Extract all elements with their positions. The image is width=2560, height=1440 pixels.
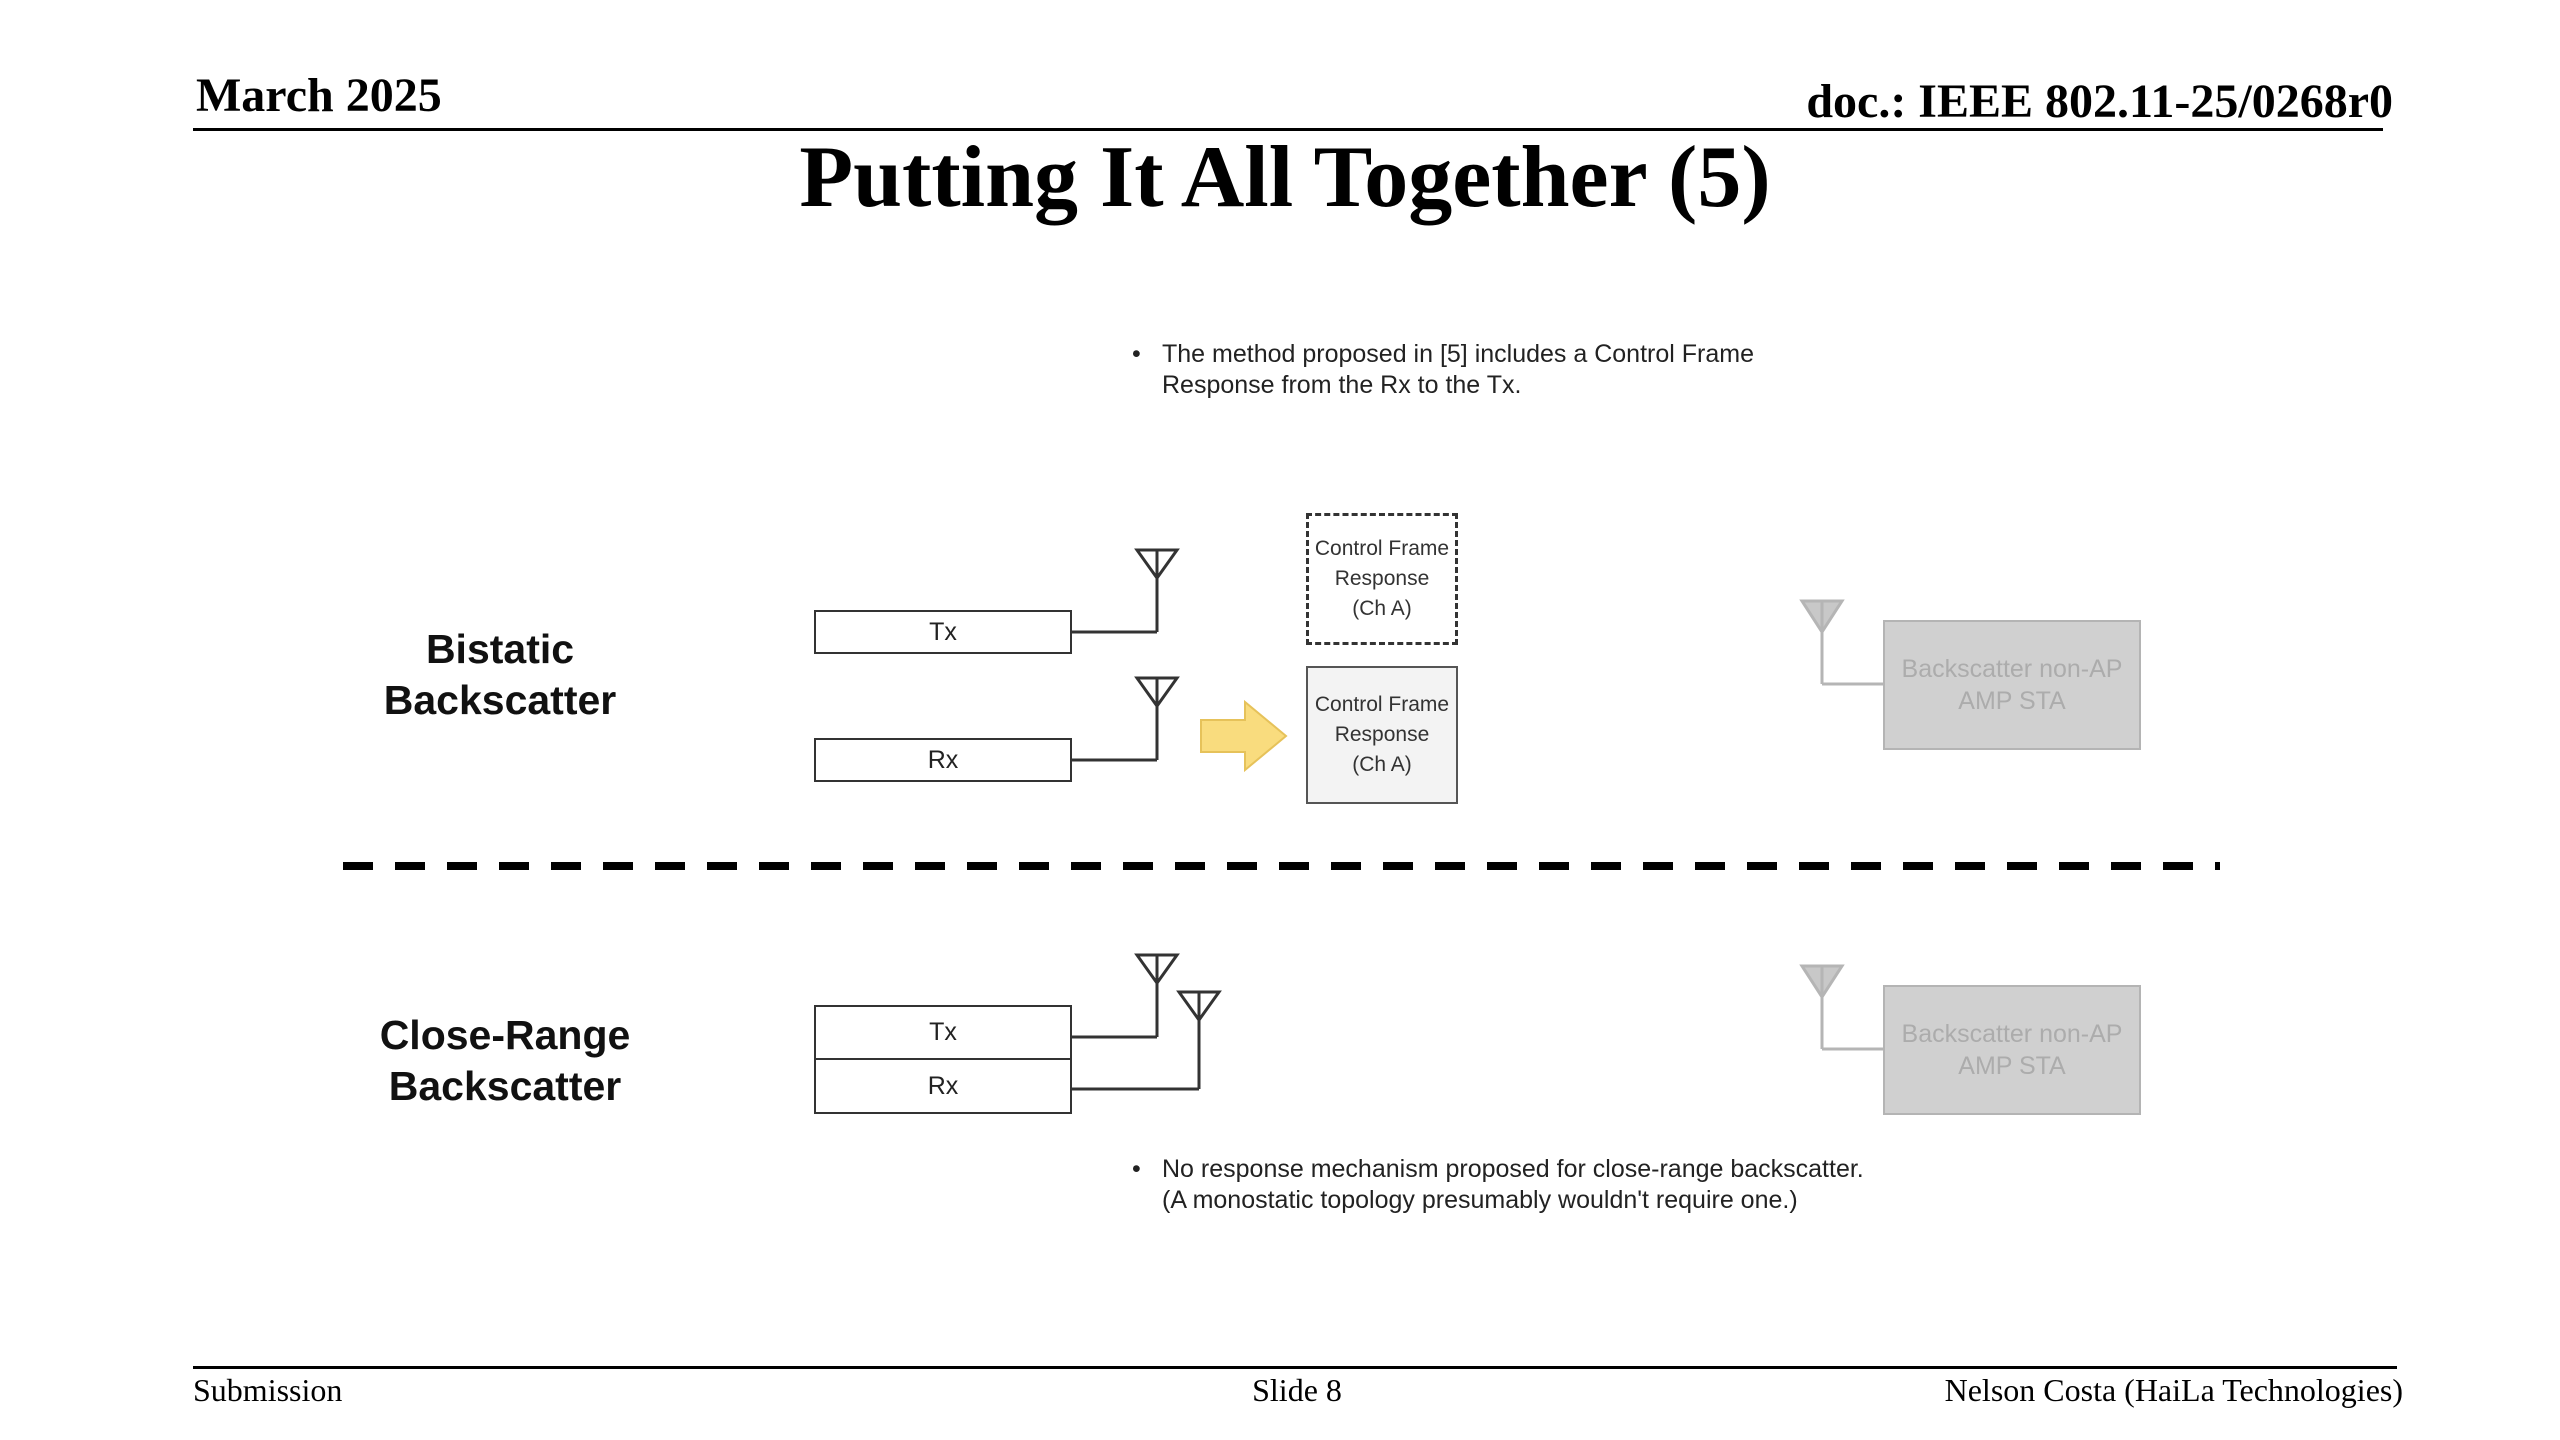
tx-box: Tx (814, 1005, 1072, 1060)
sta-antenna-icon (1799, 964, 1885, 1051)
tx-box: Tx (814, 610, 1072, 654)
bistatic-note: • The method proposed in [5] includes a … (1132, 340, 1754, 399)
slide-title: Putting It All Together (5) (799, 129, 1771, 226)
tx-antenna-icon (1072, 548, 1180, 634)
header-rule (193, 128, 2383, 131)
tx-antenna-icon (1072, 953, 1180, 1039)
footer-submission: Submission (193, 1372, 343, 1408)
bistatic-label: Bistatic Backscatter (383, 626, 617, 723)
header-doc-id: doc.: IEEE 802.11-25/0268r0 (1806, 75, 2393, 128)
control-frame-response: Control Frame Response (Ch A) (1306, 666, 1458, 804)
close-range-label: Close-Range Backscatter (379, 1012, 631, 1109)
bullet-icon: • (1132, 340, 1141, 368)
response-arrow-icon (1200, 699, 1288, 773)
header-date: March 2025 (196, 69, 442, 122)
rx-antenna-icon (1072, 990, 1222, 1091)
sta-antenna-icon (1799, 599, 1885, 686)
footer-slide-number: Slide 8 (1252, 1372, 1342, 1408)
close-range-note: • No response mechanism proposed for clo… (1132, 1155, 1864, 1214)
footer-author: Nelson Costa (HaiLa Technologies) (1944, 1372, 2403, 1408)
rx-box: Rx (814, 738, 1072, 782)
bullet-icon: • (1132, 1155, 1141, 1183)
footer-rule (193, 1366, 2397, 1369)
rx-antenna-icon (1072, 676, 1180, 762)
control-frame-response-dashed: Control Frame Response (Ch A) (1306, 513, 1458, 645)
backscatter-sta-box: Backscatter non-AP AMP STA (1883, 985, 2141, 1115)
backscatter-sta-box: Backscatter non-AP AMP STA (1883, 620, 2141, 750)
rx-box: Rx (814, 1058, 1072, 1114)
